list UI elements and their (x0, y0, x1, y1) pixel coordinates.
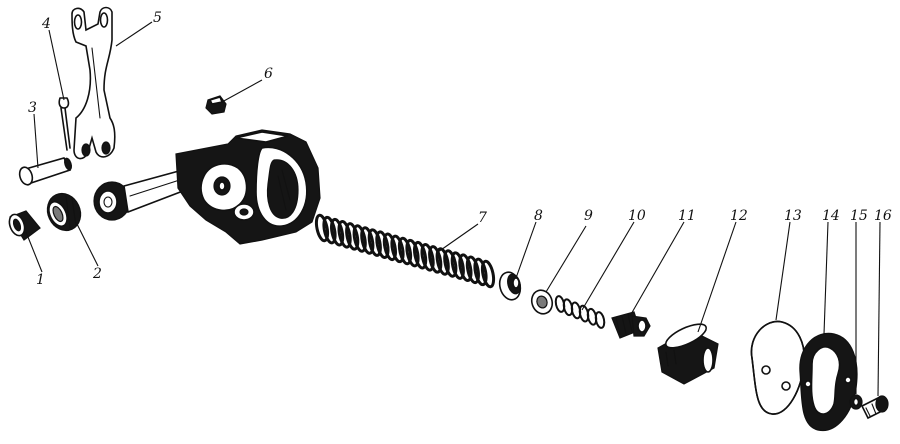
spring-coil (352, 224, 367, 253)
part-9-washer (530, 289, 554, 315)
part-12-cylinder (657, 323, 719, 385)
part-14-cover (799, 332, 858, 432)
callout-13: 13 (784, 208, 802, 224)
callout-10: 10 (628, 208, 646, 224)
part-2-sleeve (46, 192, 82, 232)
callout-labels: 1 2 3 4 5 6 7 8 9 10 11 12 13 14 15 16 (28, 10, 892, 288)
spring-coil (367, 228, 382, 257)
spring-coil (337, 220, 352, 249)
spring-coil (450, 251, 465, 280)
callout-15: 15 (850, 208, 868, 224)
callout-6: 6 (264, 66, 273, 82)
part-15-lock-washer (849, 394, 863, 410)
leader-lines (25, 21, 881, 397)
spring-coil (465, 255, 480, 285)
part-7-main-spring (314, 213, 496, 289)
spring-coil (375, 230, 390, 259)
callout-14: 14 (822, 208, 840, 224)
spring-coil (443, 249, 458, 278)
callout-12: 12 (730, 208, 748, 224)
callout-4: 4 (41, 16, 51, 32)
part-3-pin (18, 157, 73, 186)
part-1-bushing (8, 210, 41, 241)
spring-coil (345, 222, 360, 251)
spring-coil (397, 236, 413, 266)
callout-7: 7 (478, 210, 487, 226)
part-11-threaded-valve (611, 311, 651, 339)
callout-2: 2 (92, 266, 102, 282)
callout-11: 11 (678, 208, 696, 224)
spring-coil (405, 238, 420, 268)
spring-coil (322, 215, 337, 245)
part-10-small-spring (554, 295, 606, 329)
callout-16: 16 (874, 208, 892, 224)
spring-coil (428, 245, 443, 274)
callout-5: 5 (153, 10, 162, 26)
spring-coil (314, 213, 330, 243)
callout-1: 1 (36, 272, 45, 288)
spring-coil (594, 311, 606, 329)
spring-coil (382, 232, 397, 262)
valve-housing-with-lever (93, 129, 321, 245)
spring-coil (435, 247, 450, 276)
part-8-spring-cup (498, 271, 522, 301)
spring-coil (480, 259, 496, 289)
spring-coil (458, 253, 473, 282)
callout-9: 9 (584, 208, 593, 224)
part-13-gasket (750, 320, 806, 415)
callout-3: 3 (28, 100, 37, 116)
part-16-screw (860, 395, 889, 420)
spring-coil (390, 234, 405, 264)
spring-coil (413, 240, 428, 270)
callout-8: 8 (534, 208, 543, 224)
spring-coil (473, 257, 488, 287)
spring-coil (420, 243, 435, 272)
part-4-cotter-pin (58, 97, 71, 151)
spring-coil (330, 217, 345, 247)
part-6-plug (205, 95, 227, 115)
part-5-link-plate (71, 6, 116, 160)
spring-coil (360, 226, 375, 255)
